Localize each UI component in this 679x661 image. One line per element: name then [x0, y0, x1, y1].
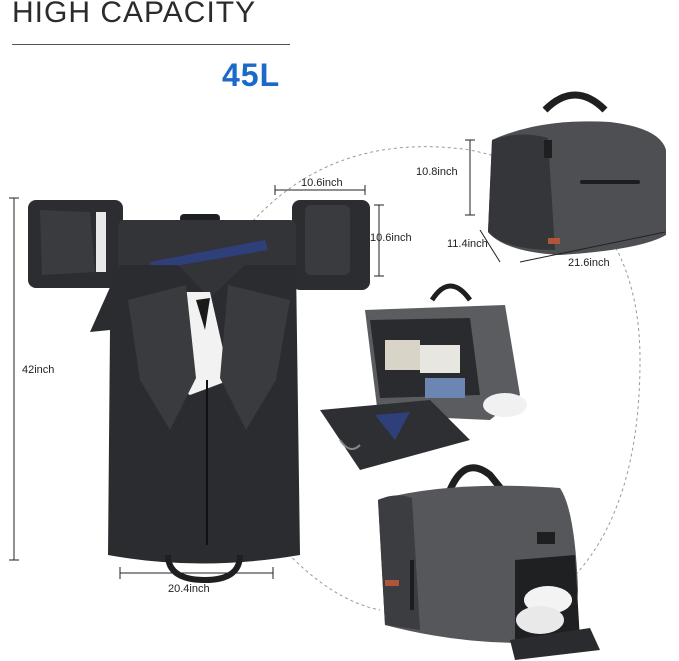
capacity-label: 45L — [222, 57, 281, 93]
pocket-height-label: 10.6inch — [370, 232, 412, 244]
pocket-width-label: 10.6inch — [301, 177, 343, 189]
dimension-lines-duffel — [465, 139, 666, 263]
page-title: HIGH CAPACITY — [12, 0, 257, 29]
title-divider — [12, 44, 290, 45]
bag-height-label: 10.8inch — [416, 166, 458, 178]
tie — [150, 240, 268, 270]
garment-width-label: 20.4inch — [168, 583, 210, 595]
garment-length-label: 42inch — [22, 364, 55, 376]
bag-length-label: 21.6inch — [568, 257, 610, 269]
duffel-bottom-shoe — [378, 464, 600, 660]
bottom-handle — [165, 554, 243, 584]
duffel-open-middle — [320, 283, 527, 470]
dimension-lines-garment — [9, 185, 384, 579]
garment-bag-open — [28, 200, 370, 584]
duffel-closed-top — [488, 91, 666, 255]
bag-depth-label: 11.4inch — [447, 238, 488, 250]
